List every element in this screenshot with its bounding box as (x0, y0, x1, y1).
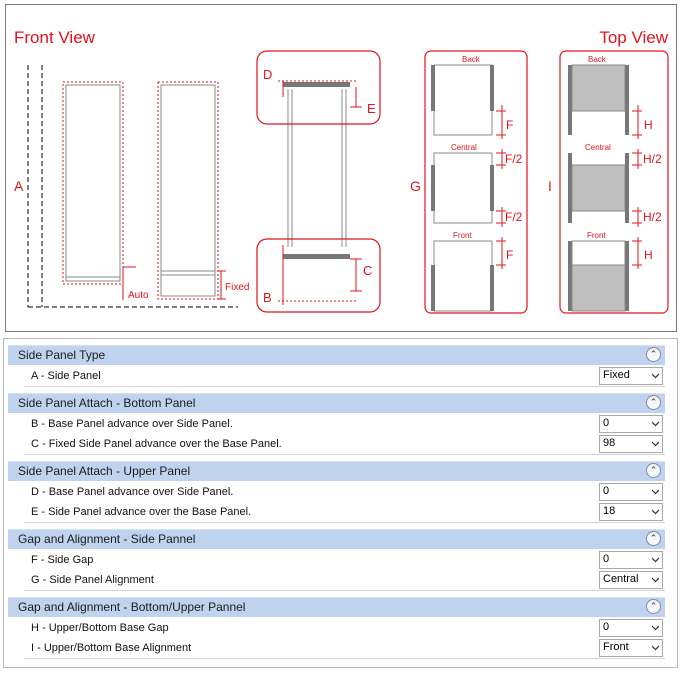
section-title: Side Panel Attach - Upper Panel (18, 464, 191, 478)
collapse-chevron-icon[interactable]: ⌃ (646, 347, 661, 362)
collapse-chevron-icon[interactable]: ⌃ (646, 463, 661, 478)
section-header-upper-attach[interactable]: Side Panel Attach - Upper Panel ⌃ (8, 461, 665, 481)
base-advance-bottom-select[interactable]: 0 (599, 415, 663, 433)
section-header-base-gap-alignment[interactable]: Gap and Alignment - Bottom/Upper Pannel … (8, 597, 665, 617)
label-e: E (367, 101, 376, 116)
front-view-title: Front View (14, 28, 96, 47)
property-label: D - Base Panel advance over Side Panel. (31, 486, 234, 498)
base-front-label: Front (587, 231, 606, 240)
property-label: C - Fixed Side Panel advance over the Ba… (31, 438, 282, 450)
top-view-title: Top View (599, 28, 668, 47)
base-alignment-select[interactable]: Front (599, 639, 663, 657)
selected-value: 0 (603, 417, 610, 429)
property-row-side-alignment: G - Side Panel Alignment Central (24, 570, 665, 591)
alignment-front-label: Front (453, 231, 472, 240)
collapse-chevron-icon[interactable]: ⌃ (646, 531, 661, 546)
chevron-down-icon (652, 509, 659, 515)
label-i: I (548, 178, 552, 194)
fixed-label: Fixed (225, 282, 249, 293)
side-gap-select[interactable]: 0 (599, 551, 663, 569)
label-a: A (14, 178, 24, 194)
property-label: H - Upper/Bottom Base Gap (31, 622, 169, 634)
selected-value: 98 (603, 437, 616, 449)
property-label: B - Base Panel advance over Side Panel. (31, 418, 233, 430)
property-label: G - Side Panel Alignment (31, 574, 154, 586)
base-central-label: Central (585, 143, 611, 152)
property-label: I - Upper/Bottom Base Alignment (31, 642, 192, 654)
selected-value: 0 (603, 621, 610, 633)
chevron-down-icon (652, 489, 659, 495)
selected-value: Front (603, 641, 629, 653)
label-f-half-top: F/2 (505, 152, 523, 166)
property-row-side-advance-upper: E - Side Panel advance over the Base Pan… (24, 502, 665, 523)
attach-detail: D E C B (256, 50, 381, 313)
side-panel-select[interactable]: Fixed (599, 367, 663, 385)
alignment-back-label: Back (462, 55, 481, 64)
section-header-bottom-attach[interactable]: Side Panel Attach - Bottom Panel ⌃ (8, 393, 665, 413)
label-h-back: H (644, 118, 653, 132)
section-header-side-panel-type[interactable]: Side Panel Type ⌃ (8, 345, 665, 365)
property-row-side-gap: F - Side Gap 0 (24, 550, 665, 571)
auto-label: Auto (128, 290, 149, 301)
property-label: E - Side Panel advance over the Base Pan… (31, 506, 252, 518)
label-h-half-top: H/2 (643, 152, 662, 166)
base-advance-upper-select[interactable]: 0 (599, 483, 663, 501)
chevron-down-icon (652, 577, 659, 583)
chevron-down-icon (652, 625, 659, 631)
chevron-down-icon (652, 645, 659, 651)
property-row-side-advance-bottom: C - Fixed Side Panel advance over the Ba… (24, 434, 665, 455)
label-h-half-bottom: H/2 (643, 210, 662, 224)
label-f-front: F (506, 248, 513, 262)
chevron-down-icon (652, 557, 659, 563)
section-title: Gap and Alignment - Side Pannel (18, 532, 196, 546)
property-label: F - Side Gap (31, 554, 94, 566)
base-alignment-diagram: Back H Central H/2 H/2 Front (548, 50, 669, 314)
label-f-half-bottom: F/2 (505, 210, 523, 224)
selected-value: 0 (603, 553, 610, 565)
label-f-back: F (506, 118, 513, 132)
selected-value: 18 (603, 505, 616, 517)
section-title: Side Panel Type (18, 348, 106, 362)
diagram-panel: Front View Top View Auto Fixed A (5, 4, 677, 332)
label-d: D (263, 67, 272, 82)
property-row-base-advance-upper: D - Base Panel advance over Side Panel. … (24, 482, 665, 503)
property-label: A - Side Panel (31, 370, 101, 382)
selected-value: 0 (603, 485, 610, 497)
label-h-front: H (644, 248, 653, 262)
selected-value: Fixed (603, 369, 630, 381)
label-c: C (363, 263, 372, 278)
configuration-diagram: Front View Top View Auto Fixed A (14, 28, 669, 314)
collapse-chevron-icon[interactable]: ⌃ (646, 599, 661, 614)
collapse-chevron-icon[interactable]: ⌃ (646, 395, 661, 410)
side-alignment-diagram: Back F Central F/2 F/2 Front (410, 50, 528, 314)
section-title: Gap and Alignment - Bottom/Upper Pannel (18, 600, 246, 614)
front-view-auto-panel: Auto (27, 65, 238, 308)
front-view-fixed-panel: Fixed (157, 81, 249, 300)
property-row-base-alignment: I - Upper/Bottom Base Alignment Front (24, 638, 665, 659)
label-b: B (263, 290, 272, 305)
chevron-down-icon (652, 441, 659, 447)
alignment-central-label: Central (451, 143, 477, 152)
property-row-base-gap: H - Upper/Bottom Base Gap 0 (24, 618, 665, 639)
section-header-side-gap-alignment[interactable]: Gap and Alignment - Side Pannel ⌃ (8, 529, 665, 549)
base-gap-select[interactable]: 0 (599, 619, 663, 637)
property-row-side-panel: A - Side Panel Fixed (24, 366, 665, 387)
chevron-down-icon (652, 421, 659, 427)
side-advance-bottom-select[interactable]: 98 (599, 435, 663, 453)
label-g: G (410, 178, 421, 194)
property-row-base-advance-bottom: B - Base Panel advance over Side Panel. … (24, 414, 665, 435)
side-alignment-select[interactable]: Central (599, 571, 663, 589)
section-title: Side Panel Attach - Bottom Panel (18, 396, 196, 410)
chevron-down-icon (652, 373, 659, 379)
side-advance-upper-select[interactable]: 18 (599, 503, 663, 521)
selected-value: Central (603, 573, 639, 585)
base-back-label: Back (588, 55, 607, 64)
